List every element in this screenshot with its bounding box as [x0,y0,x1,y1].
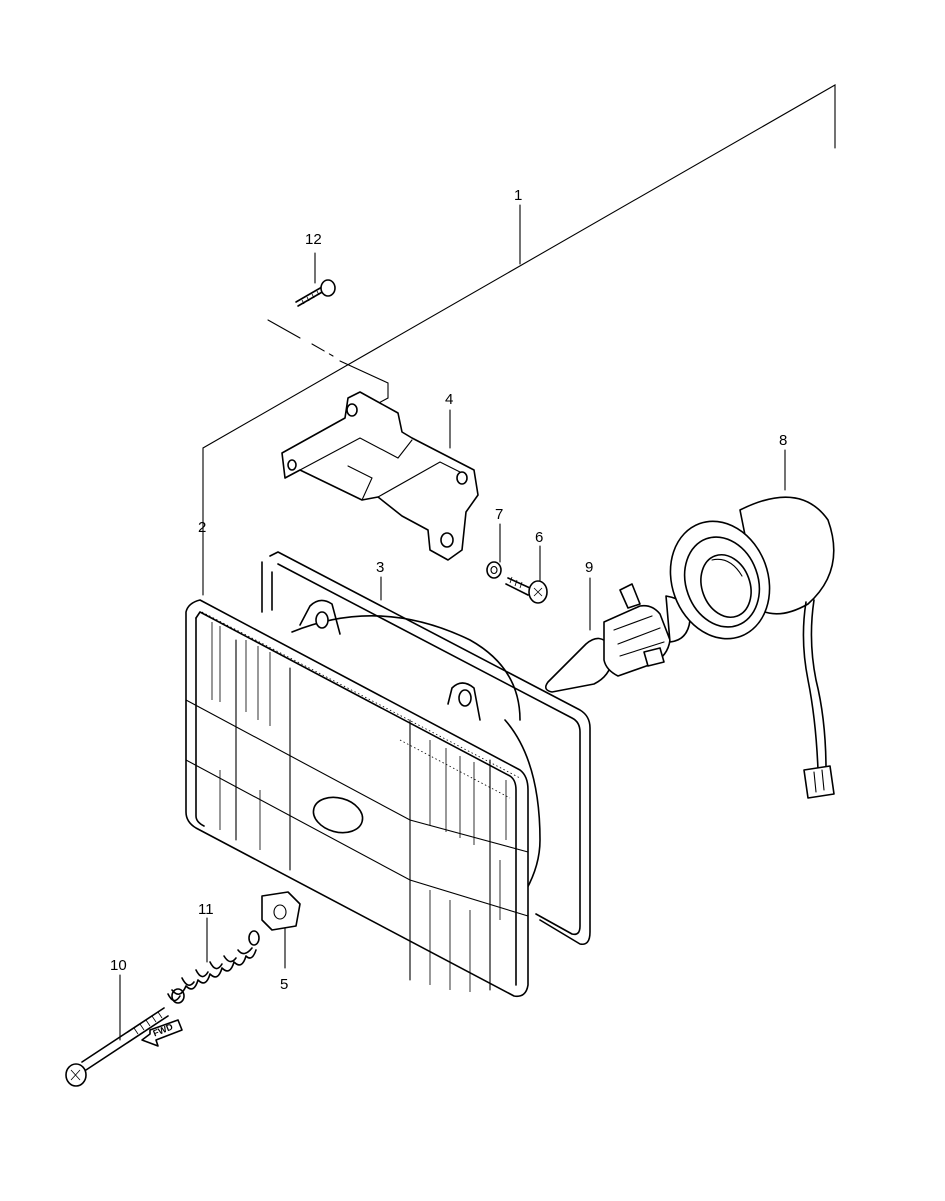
callout-11: 11 [198,901,214,918]
callout-numbers: 1 12 4 8 7 2 6 3 9 11 10 5 [110,187,787,993]
callout-12: 12 [305,231,322,248]
callout-8: 8 [779,432,787,449]
screw-part-6 [505,545,548,604]
callout-3: 3 [376,559,384,576]
callout-5: 5 [280,976,288,993]
callout-10: 10 [110,957,127,974]
bracket-part-4 [281,391,479,561]
callout-4: 4 [445,391,453,408]
spring-part-11 [167,917,260,1004]
callout-1: 1 [514,187,522,204]
screw-part-10 [65,974,169,1087]
screw-part-12 [295,252,336,307]
callout-7: 7 [495,506,503,523]
fwd-direction-arrow: FWD [141,1019,183,1047]
bulb-part-9 [544,577,691,693]
lens-unit-part-2 [185,599,529,998]
callout-6: 6 [535,529,543,546]
housing-reflector [291,599,541,901]
nut-clip-part-5 [261,891,301,969]
socket-part-8 [669,449,835,799]
callout-2: 2 [198,519,206,536]
callout-9: 9 [585,559,593,576]
assembly-bracket-lines [202,84,836,596]
gasket-part-3 [261,551,591,946]
washer-part-7 [486,523,502,579]
